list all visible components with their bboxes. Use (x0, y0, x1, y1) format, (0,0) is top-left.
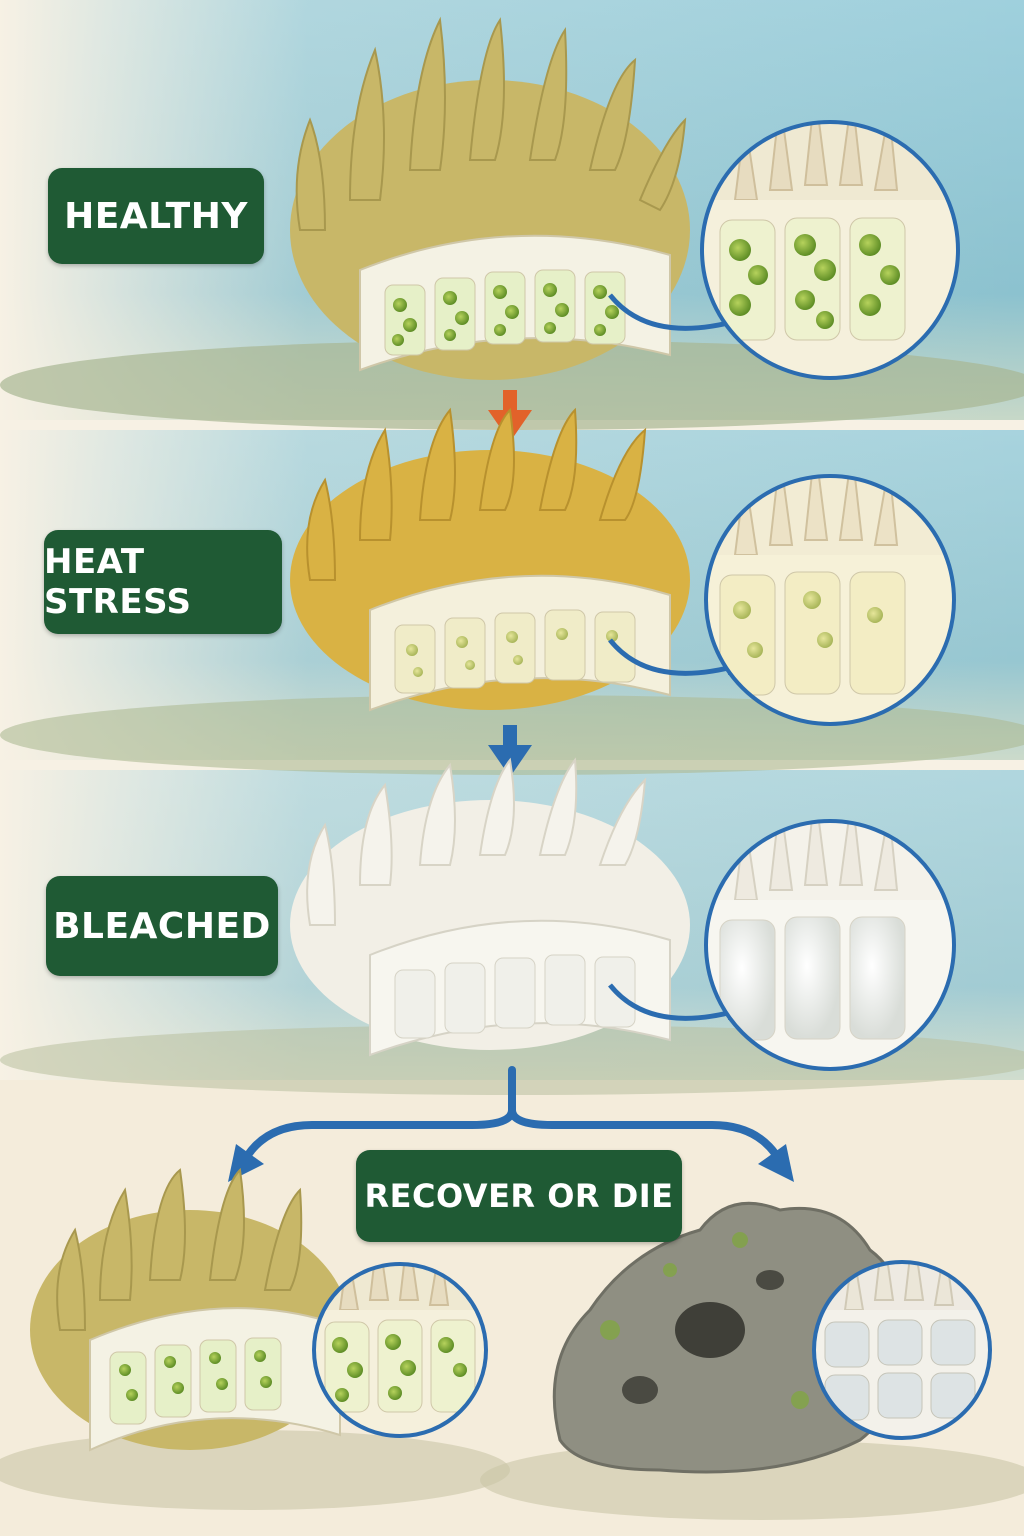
branch-arrow-icon (238, 1066, 786, 1169)
outcome-label: RECOVER OR DIE (356, 1150, 682, 1242)
curved-arrow-icon (608, 983, 741, 1021)
arrow-right-head-icon (758, 1144, 794, 1182)
stage-label-bleached: BLEACHED (46, 876, 278, 976)
coral-recovered (30, 1167, 350, 1452)
tissue-cross-section-heat-stress (369, 574, 671, 712)
curved-arrow-icon (608, 293, 741, 331)
seafloor (0, 1430, 510, 1510)
stage-label-heat-stress: HEAT STRESS (44, 530, 282, 634)
zoom-circle-recovered (312, 1262, 488, 1438)
coral-dead-rock (552, 1201, 904, 1474)
tissue-cross-section-healthy (359, 234, 671, 372)
curved-arrow-icon (608, 638, 741, 676)
stage-label-healthy: HEALTHY (48, 168, 264, 264)
zoom-circle-dead (812, 1260, 992, 1440)
